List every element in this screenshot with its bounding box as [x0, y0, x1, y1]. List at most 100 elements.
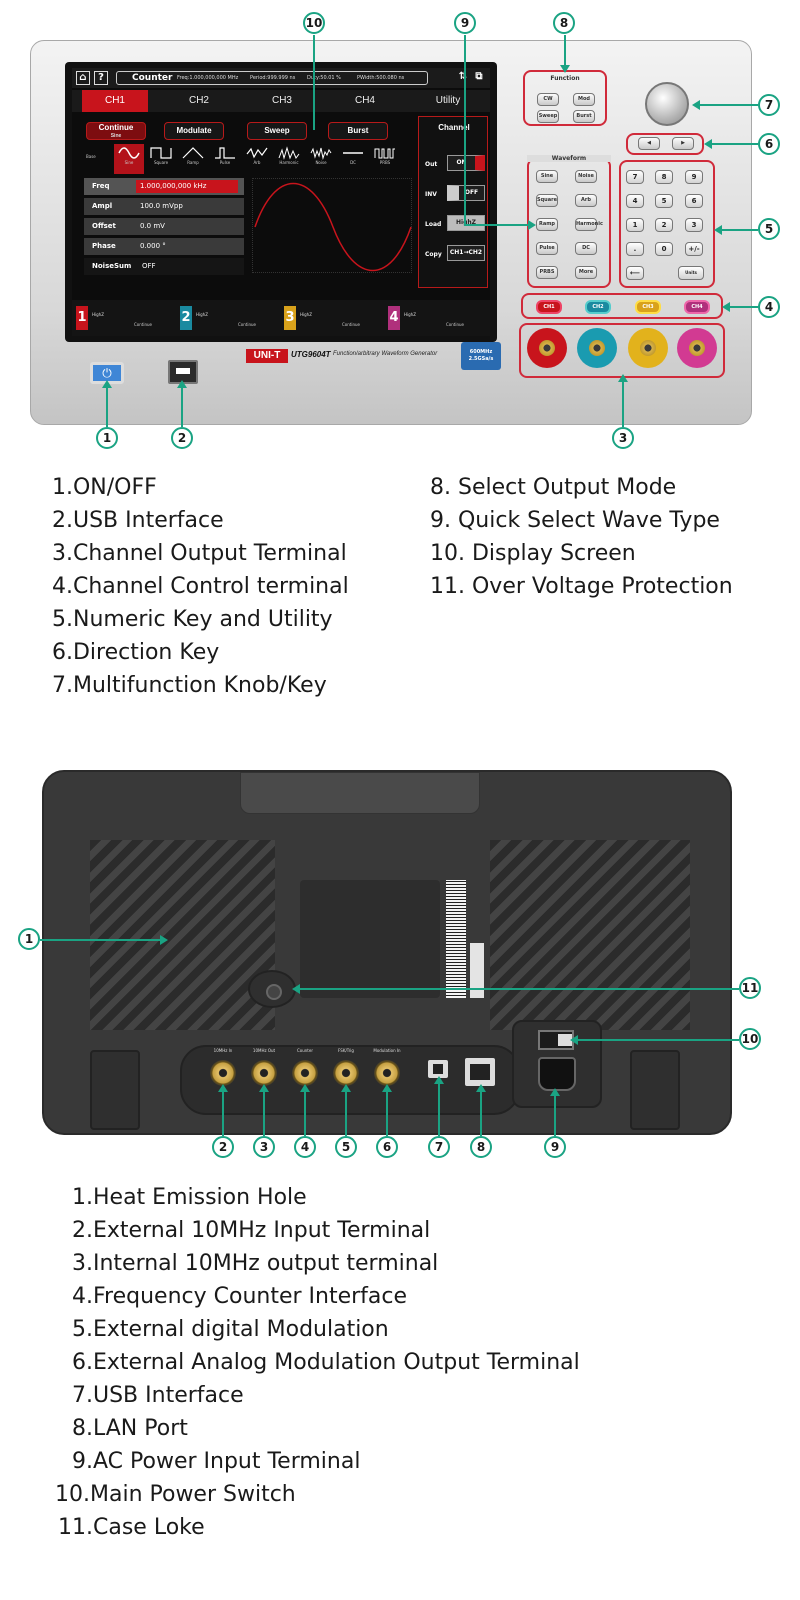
ramp-key[interactable]: Ramp	[536, 218, 558, 231]
wave-dc[interactable]: DC	[343, 152, 363, 165]
wave-pulse[interactable]: Pulse	[210, 144, 240, 174]
pulse-key[interactable]: Pulse	[536, 242, 558, 255]
power-button[interactable]: ⏻	[90, 362, 124, 384]
rear-callout-3: 3	[253, 1136, 275, 1158]
mode-burst-button[interactable]: Burst	[328, 122, 388, 140]
rear-callout-1-line	[40, 935, 168, 945]
tab-ch1[interactable]: CH1	[82, 90, 148, 112]
wave-harmonic[interactable]: Harmonic	[274, 144, 304, 174]
key-6[interactable]: 6	[685, 194, 703, 208]
key-4[interactable]: 4	[626, 194, 644, 208]
more-key[interactable]: More	[575, 266, 597, 279]
counter-bnc[interactable]	[292, 1060, 318, 1086]
key-1[interactable]: 1	[626, 218, 644, 232]
inv-toggle[interactable]: OFF	[447, 185, 485, 201]
harmonic-key[interactable]: Harmonic	[575, 218, 603, 231]
noise-key[interactable]: Noise	[575, 170, 597, 183]
key-5[interactable]: 5	[655, 194, 673, 208]
load-toggle[interactable]: HighZ	[447, 215, 485, 231]
counter-box	[116, 71, 428, 85]
ac-power-inlet[interactable]	[538, 1057, 576, 1091]
ch3-key[interactable]: CH3	[635, 300, 661, 314]
channel-settings-panel: Channel Out ON INV OFF Load HighZ Copy C…	[418, 116, 488, 288]
main-power-switch[interactable]	[538, 1030, 574, 1050]
prbs-key[interactable]: PRBS	[536, 266, 558, 279]
io-label-modulation-in: Modulation In	[373, 1048, 401, 1053]
barcode-sticker	[446, 880, 466, 998]
callout-4-line	[722, 302, 758, 312]
10mhz-in-bnc[interactable]	[210, 1060, 236, 1086]
arb-key[interactable]: Arb	[575, 194, 597, 207]
left-arrow-key[interactable]: ◀	[638, 137, 660, 150]
arrow-left-icon: ◀	[647, 140, 651, 146]
key-0[interactable]: 0	[655, 242, 673, 256]
help-icon: ?	[94, 71, 108, 85]
key-8[interactable]: 8	[655, 170, 673, 184]
key-3[interactable]: 3	[685, 218, 703, 232]
key-plus-minus[interactable]: +/-	[685, 242, 703, 256]
right-arrow-key[interactable]: ▶	[672, 137, 694, 150]
backspace-icon: ⟵	[629, 269, 641, 277]
wave-prbs[interactable]: PRBS	[370, 144, 400, 174]
tab-ch3[interactable]: CH3	[271, 95, 292, 106]
modulation-in-bnc[interactable]	[374, 1060, 400, 1086]
callout-7: 7	[758, 94, 780, 116]
wave-square[interactable]: Square	[146, 144, 176, 174]
tab-ch4[interactable]: CH4	[354, 95, 375, 106]
case-lock[interactable]	[248, 970, 296, 1008]
backspace-key[interactable]: ⟵	[626, 266, 644, 280]
counter-pwidth: PWidth:500.080 ns	[357, 75, 405, 81]
ch4-output-bnc[interactable]	[677, 328, 717, 368]
cw-key[interactable]: CW	[537, 93, 559, 106]
wave-arb[interactable]: Arb	[242, 144, 272, 174]
power-icon: ⏻	[102, 366, 112, 380]
units-key[interactable]: Units	[678, 266, 704, 280]
tab-ch2[interactable]: CH2	[188, 95, 209, 106]
front-legend-2: 2.USB Interface	[52, 508, 224, 533]
key-7[interactable]: 7	[626, 170, 644, 184]
sine-key[interactable]: Sine	[536, 170, 558, 183]
square-key[interactable]: Square	[536, 194, 558, 207]
callout-6-line	[704, 139, 758, 149]
lan-port[interactable]	[465, 1058, 495, 1086]
sweep-key[interactable]: Sweep	[537, 110, 559, 123]
tab-utility[interactable]: Utility	[435, 95, 461, 106]
mod-key[interactable]: Mod	[573, 93, 595, 106]
burst-key[interactable]: Burst	[573, 110, 595, 123]
copy-button[interactable]: CH1→CH2	[447, 245, 485, 261]
wave-ramp[interactable]: Ramp	[178, 144, 208, 174]
ch4-key[interactable]: CH4	[684, 300, 710, 314]
rear-usb-port[interactable]	[428, 1060, 448, 1078]
key-2[interactable]: 2	[655, 218, 673, 232]
wave-noise[interactable]: Noise	[306, 144, 336, 174]
ch1-output-bnc[interactable]	[527, 328, 567, 368]
mode-modulate-button[interactable]: Modulate	[164, 122, 224, 140]
wave-sine[interactable]: Sine	[114, 144, 144, 174]
ch3-output-bnc[interactable]	[628, 328, 668, 368]
status-bar: ⌂ ? Counter Freq:1.000,000,000 MHz Perio…	[72, 68, 490, 88]
rear-legend-2: 2.External 10MHz Input Terminal	[72, 1218, 431, 1243]
fsk-trig-bnc[interactable]	[333, 1060, 359, 1086]
10mhz-out-bnc[interactable]	[251, 1060, 277, 1086]
dc-key[interactable]: DC	[575, 242, 597, 255]
mode-continue-button[interactable]: Continue Sine	[86, 122, 146, 140]
key-dot[interactable]: .	[626, 242, 644, 256]
ch2-output-bnc[interactable]	[577, 328, 617, 368]
multifunction-knob[interactable]	[645, 82, 689, 126]
front-legend-6: 6.Direction Key	[52, 640, 220, 665]
rear-callout-10: 10	[739, 1028, 761, 1050]
key-9[interactable]: 9	[685, 170, 703, 184]
ch2-key[interactable]: CH2	[585, 300, 611, 314]
out-toggle[interactable]: ON	[447, 155, 485, 171]
ch1-key[interactable]: CH1	[536, 300, 562, 314]
mode-sweep-button[interactable]: Sweep	[247, 122, 307, 140]
